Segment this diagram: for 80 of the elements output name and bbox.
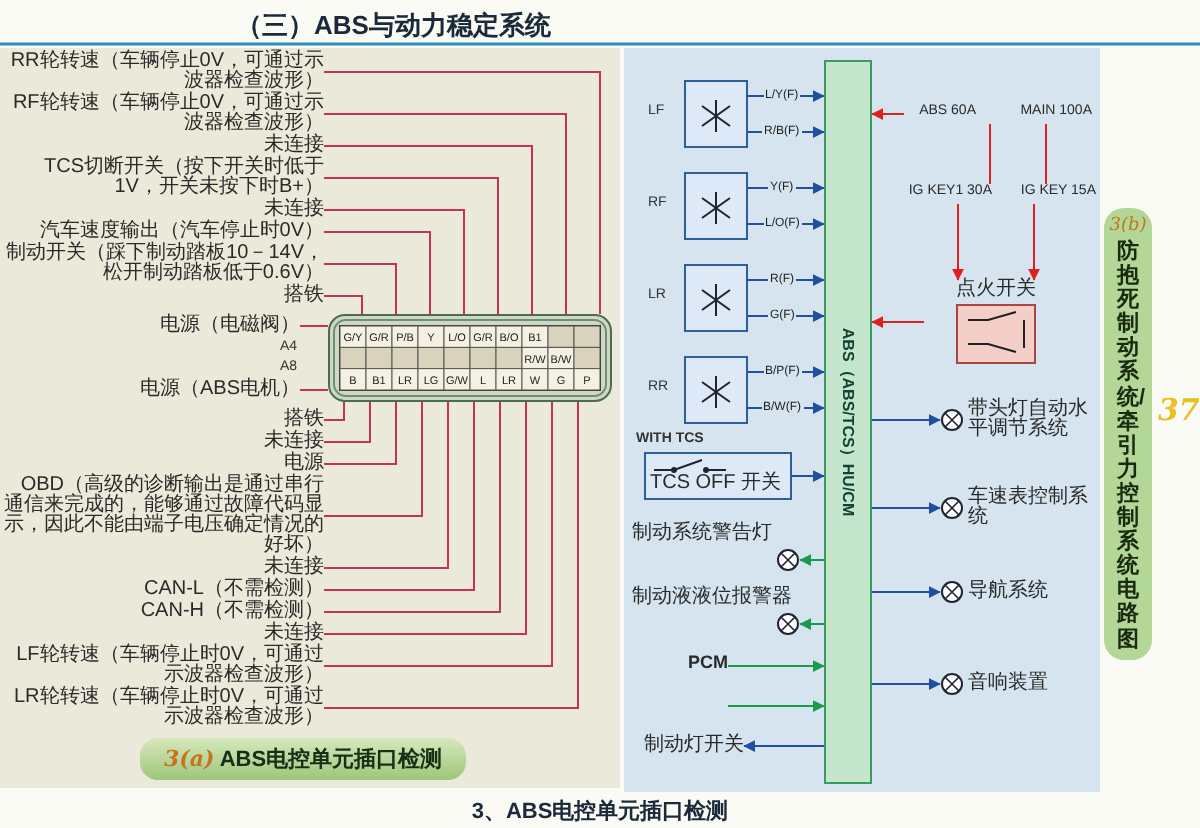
wire-arrow [743,740,825,752]
wire-arrow [727,700,825,712]
component-label: LR轮转速（车辆停止时0V，可通过示波器检查波形） [11,688,324,728]
leader-line [323,401,579,709]
leader-line [299,389,329,391]
leader-line [299,325,329,327]
wire-arrow [747,90,825,102]
component-label: 汽车速度输出（汽车停止时0V） [37,222,324,242]
wire [1045,123,1047,185]
component-label: RR轮转速（车辆停止0V，可通过示波器检查波形） [8,52,324,92]
component-label: 电源（电磁阀） [158,316,300,336]
sensor-box [684,172,748,240]
wire-arrow [799,618,825,630]
switch-box [644,452,792,500]
vertical-banner [1104,208,1152,660]
wire-arrow [871,678,941,690]
leader-line [323,71,601,315]
component-label: TCS切断开关（按下开关时低于1V，开关未按下时B+） [42,158,324,198]
lamp-label: 制动液液位报警器 [632,588,794,608]
component-label: 未连接 [263,136,324,156]
component-label: OBD（高级的诊断输出是通过串行通信来完成的，能够通过故障代码显示，因此不能由端子电压确定情况的好坏） [4,476,324,556]
leader-line [323,231,431,315]
sensor-box [684,80,748,148]
component-label: 电源（ABS电机） [137,380,300,400]
component-label: RF轮转速（车辆停止0V，可通过示波器检查波形） [10,94,324,134]
wire-arrow [871,414,941,426]
leader-line [323,401,527,635]
lamp-label: 导航系统 [968,582,1050,602]
component-label: 搭铁 [284,410,324,430]
switch-label: 点火开关 [954,280,1038,300]
wire [989,123,991,185]
caption: 3、ABS电控单元插口检测 [469,797,731,826]
leader-line [323,177,499,315]
component-label: CAN-L（不需检测） [141,580,324,600]
component-label: 电源 [284,454,324,474]
leader-line [323,401,397,465]
lamp-label: 音响装置 [968,674,1050,694]
wire-arrow [871,586,941,598]
leader-line [323,401,371,443]
component-label: 搭铁 [282,286,324,306]
leader-line [323,263,397,315]
component-label: 未连接 [264,200,324,220]
wire-arrow [1028,203,1040,281]
section-number: 3(b) [1109,216,1147,236]
component-label: 制动开关（踩下制动踏板10－14V，松开制动踏板低于0.6V） [4,244,324,284]
leader-line [323,401,475,591]
wire-arrow [727,660,825,672]
lamp-label: 制动系统警告灯 [632,524,774,544]
wire-arrow [952,203,964,281]
control-module-bar [824,60,872,784]
leader-line [323,401,423,517]
leader-line [323,113,567,315]
component-label: PCM [686,652,728,672]
wire-arrow [871,502,941,514]
wire-arrow [871,108,905,120]
wire-arrow [799,554,825,566]
component-label: 未连接 [262,432,324,452]
module-label: ABS（ABS/TCS）HU/CM [837,327,859,517]
wire-arrow [791,470,825,482]
sensor-box [684,264,748,332]
leader-line [323,145,533,315]
leader-line [323,401,345,421]
lamp-label: 带头灯自动水平调节系统 [968,400,1090,440]
lamp-label: 车速表控制系统 [968,488,1090,528]
wire-arrow [871,316,925,328]
leader-line [323,401,501,613]
leader-line [323,295,363,315]
component-label: 未连接 [264,558,324,578]
leader-line [323,401,553,667]
sensor-box [684,356,748,424]
leader-line [323,209,465,315]
leader-line [323,401,449,569]
component-label: CAN-H（不需检测） [138,602,324,622]
component-label: 制动灯开关 [642,736,744,756]
switch-label: TCS OFF 开关 [650,474,784,494]
section-banner: 3(a) ABS电控单元插口检测 [140,738,467,780]
component-label: LF轮转速（车辆停止时0V，可通过示波器检查波形） [14,646,324,686]
page-number: 37 [1158,392,1200,428]
title: （三）ABS与动力稳定系统 [236,8,551,44]
component-label: 未连接 [262,624,324,644]
